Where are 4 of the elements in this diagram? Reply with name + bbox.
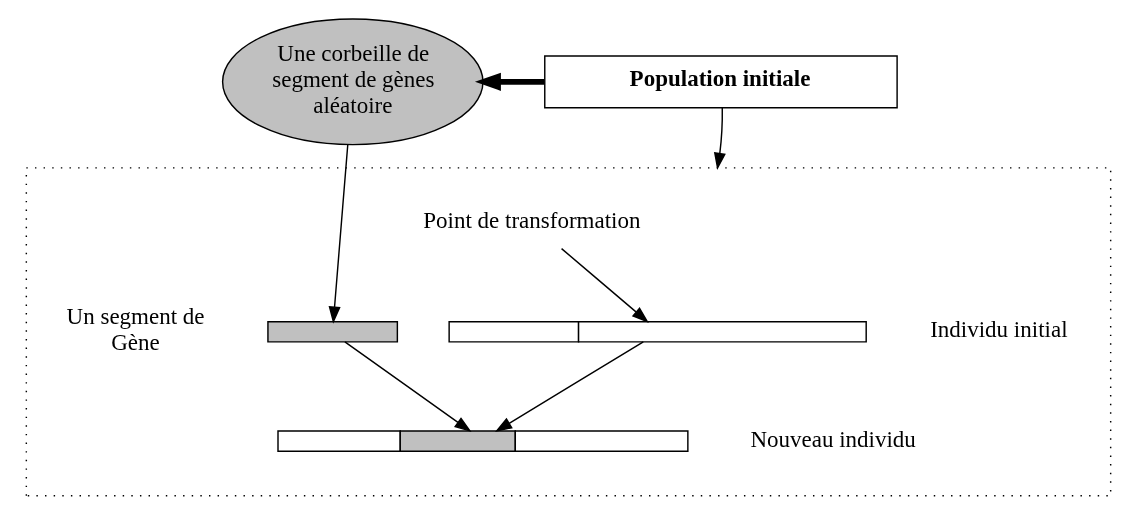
node-label: Individu initial	[930, 316, 1068, 342]
node-label: Un segment de Gène	[66, 303, 205, 355]
node-text: Point de transformation	[423, 207, 641, 233]
node-label: Nouveau individu	[750, 426, 916, 452]
